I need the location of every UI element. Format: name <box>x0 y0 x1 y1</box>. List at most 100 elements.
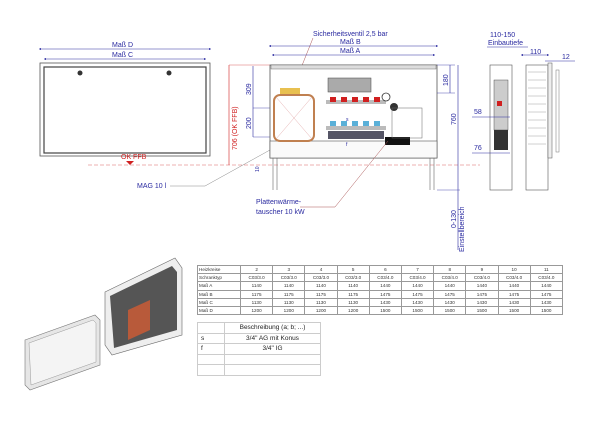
table-cell: 1130 <box>272 297 306 307</box>
row-label: Maß D <box>197 305 241 316</box>
table-cell: 2 <box>239 264 274 275</box>
table-cell: 8 <box>433 264 467 275</box>
table-cell: 3 <box>272 264 306 275</box>
connection-desc <box>224 353 321 366</box>
lock-icon <box>77 70 83 76</box>
table-cell: 1175 <box>336 289 370 299</box>
table-cell: 1200 <box>304 305 338 316</box>
table-cell: 1130 <box>304 297 338 307</box>
valve-label: Sicherheitsventil 2,5 bar <box>313 31 388 38</box>
table-cell: 1430 <box>433 297 467 307</box>
hx-label-line2: tauscher 10 kW <box>256 209 305 216</box>
pressure-gauge-icon <box>381 92 391 102</box>
dim-a-label: Maß A <box>340 48 361 55</box>
table-cell: 6 <box>368 264 402 275</box>
table-cell: 1140 <box>304 281 338 291</box>
description-header: Beschreibung (a; b; ...) <box>224 322 321 334</box>
row-label: Heizkreise <box>197 264 241 275</box>
table-cell: 4 <box>304 264 338 275</box>
table-cell: 1200 <box>336 305 370 316</box>
connection-desc: 3/4" AG mit Konus <box>224 332 321 345</box>
connection-key: s <box>197 332 225 345</box>
table-cell: C03/4.0 <box>368 273 402 283</box>
table-row <box>197 364 321 376</box>
table-cell: 1430 <box>368 297 402 307</box>
table-header-row: Beschreibung (a; b; ...) <box>197 322 321 334</box>
table-cell: 1200 <box>272 305 306 316</box>
table-cell: 1175 <box>304 289 338 299</box>
dim-10-label: 10 <box>255 166 261 172</box>
table-cell: 1475 <box>368 289 402 299</box>
depth-range-label: 110-150 <box>490 32 515 39</box>
table-cell: 1130 <box>239 297 274 307</box>
table-cell: 1140 <box>336 281 370 291</box>
adjust-label: Einstellbereich <box>459 206 466 252</box>
table-cell: C03/3.0 <box>336 273 370 283</box>
side-view: 110-150 Einbautiefe 110 12 58 76 <box>472 32 575 191</box>
table-cell: 1440 <box>433 281 467 291</box>
dim-b-label: Maß B <box>340 39 361 46</box>
table-cell: C03/3.0 <box>304 273 338 283</box>
manifold-supply <box>326 97 386 104</box>
table-cell: 1430 <box>529 297 564 307</box>
table-cell: 1440 <box>465 281 499 291</box>
table-cell: 1475 <box>497 289 531 299</box>
table-cell: 1500 <box>465 305 499 316</box>
row-label: Maß C <box>197 297 241 307</box>
table-cell: 1500 <box>497 305 531 316</box>
row-label: Maß A <box>197 281 241 291</box>
dim-58-label: 58 <box>474 109 482 116</box>
connection-key <box>197 353 225 366</box>
floor-label: OK FFB <box>121 154 147 161</box>
connection-key: f <box>197 343 225 355</box>
table-cell: 9 <box>465 264 499 275</box>
manifold-return <box>326 121 386 139</box>
table-cell: 1500 <box>400 305 435 316</box>
table-cell: 1475 <box>400 289 435 299</box>
table-cell: C03/4.0 <box>529 273 564 283</box>
dim-180-label: 180 <box>443 74 450 86</box>
table-cell: 5 <box>336 264 370 275</box>
table-cell: C03/4.0 <box>433 273 467 283</box>
mark-s: s <box>346 117 349 123</box>
table-cell: 1430 <box>465 297 499 307</box>
table-cell: C03/3.0 <box>272 273 306 283</box>
row-label: Maß B <box>197 289 241 299</box>
depth-label: Einbautiefe <box>488 40 523 47</box>
mag-label: MAG 10 l <box>137 183 167 190</box>
table-cell: 1440 <box>497 281 531 291</box>
table-cell: 1440 <box>368 281 402 291</box>
table-cell: 1500 <box>529 305 564 316</box>
table-cell: 1430 <box>497 297 531 307</box>
table-cell: 1130 <box>336 297 370 307</box>
table-cell: C03/3.0 <box>239 273 274 283</box>
table-cell: 1430 <box>400 297 435 307</box>
dim-12-label: 12 <box>562 54 570 61</box>
dim-d-label: Maß D <box>112 42 133 49</box>
table-cell: 1475 <box>433 289 467 299</box>
dim-110-label: 110 <box>530 49 541 56</box>
table-cell: 7 <box>400 264 435 275</box>
connection-desc: 3/4" IG <box>224 343 321 355</box>
dim-c-label: Maß C <box>112 52 133 59</box>
table-cell: 1500 <box>368 305 402 316</box>
dim-760-label: 760 <box>451 113 458 125</box>
table-cell: 1175 <box>239 289 274 299</box>
isometric-views <box>24 257 183 391</box>
table-cell: 11 <box>529 264 564 275</box>
main-view: Sicherheitsventil 2,5 bar Maß B Maß A s … <box>256 31 466 252</box>
table-cell: C03/4.0 <box>400 273 435 283</box>
connection-desc <box>224 364 321 376</box>
table-cell: 1500 <box>433 305 467 316</box>
table-cell: C03/4.0 <box>497 273 531 283</box>
mark-f: f <box>346 142 348 148</box>
table-cell: 1140 <box>239 281 274 291</box>
